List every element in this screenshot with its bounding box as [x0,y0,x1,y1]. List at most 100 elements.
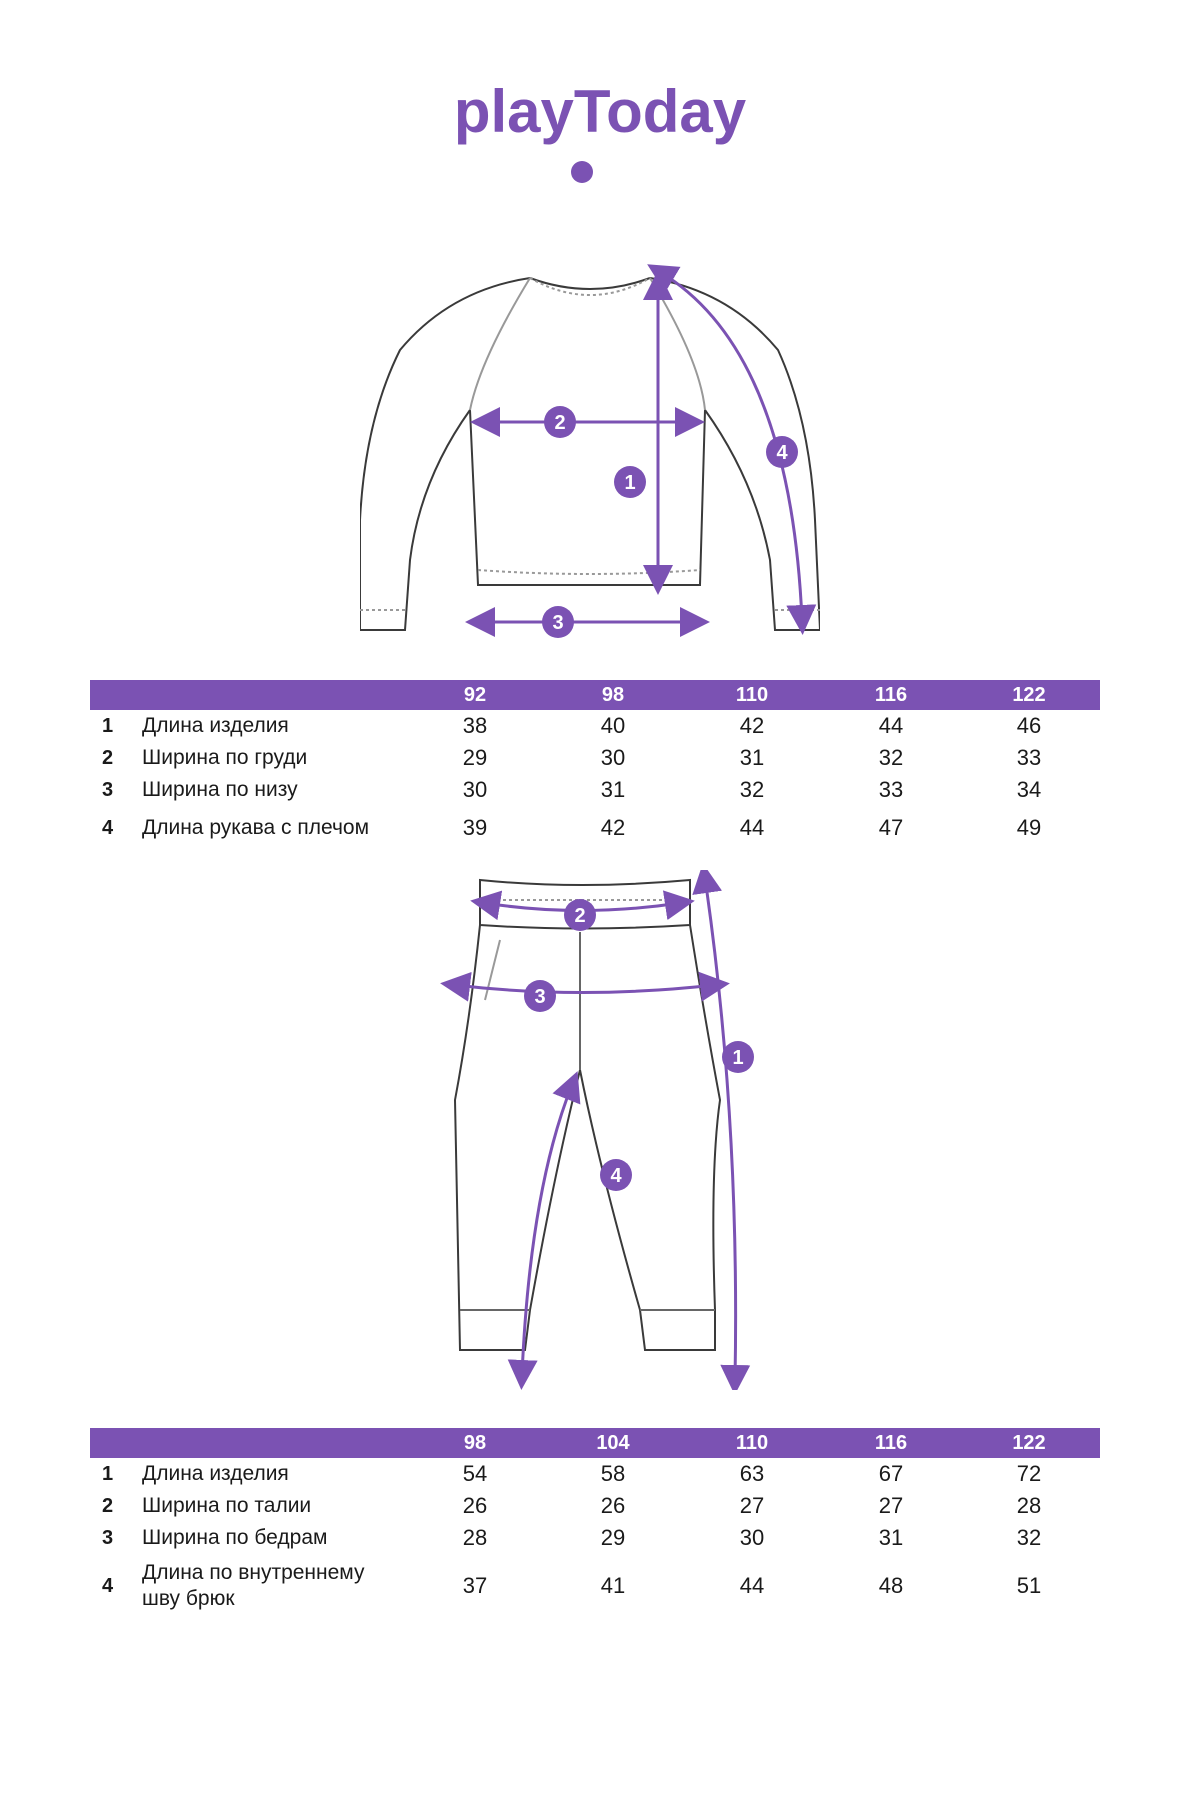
table-row: 4 Длина рукава с плечом 39 42 44 47 49 [90,812,1100,844]
sweatshirt-marker-1: 1 [614,466,646,498]
pants-size-table: 98 104 110 116 122 1 Длина изделия 54 58… [90,1428,1100,1618]
row-value: 29 [462,745,488,770]
pants-marker-2: 2 [564,899,596,931]
row-value: 39 [462,815,488,840]
table-row: 2 Ширина по талии 26 26 27 27 28 [90,1490,1100,1522]
sweatshirt-marker-2: 2 [544,406,576,438]
row-value: 63 [739,1461,765,1486]
row-value: 44 [878,713,904,738]
size-col: 110 [735,1432,769,1454]
row-value: 38 [462,713,488,738]
row-label: Длина по внутреннему шву брюк [142,1561,365,1610]
row-value: 32 [878,745,904,770]
svg-text:3: 3 [552,612,563,634]
row-label: Ширина по бедрам [142,1526,328,1549]
sweatshirt-outline [360,277,820,631]
row-value: 30 [462,777,488,802]
row-value: 28 [462,1525,488,1550]
row-value: 26 [462,1493,488,1518]
sweatshirt-sketch: 2 1 3 4 [360,264,820,638]
row-value: 44 [739,1573,765,1598]
size-col: 110 [735,684,769,706]
brand-logo-text: playToday [453,80,746,145]
svg-text:1: 1 [624,472,635,494]
sweatshirt-marker-3: 3 [542,606,574,638]
row-value: 44 [739,815,765,840]
row-value: 40 [600,713,626,738]
row-value: 27 [739,1493,765,1518]
row-value: 37 [462,1573,488,1598]
svg-text:4: 4 [776,442,788,464]
row-value: 33 [878,777,904,802]
table-row: 1 Длина изделия 54 58 63 67 72 [90,1458,1100,1490]
row-number: 4 [102,1575,114,1597]
row-value: 32 [1016,1525,1042,1550]
size-col: 98 [463,1432,487,1454]
row-number: 2 [102,747,114,769]
row-number: 3 [102,779,114,801]
size-col: 104 [596,1432,630,1454]
row-value: 72 [1016,1461,1042,1486]
svg-text:3: 3 [534,986,545,1008]
sweatshirt-size-table: 92 98 110 116 122 1 Длина изделия 38 40 … [90,680,1100,844]
pants-marker-4: 4 [600,1159,632,1191]
pants-sketch: 2 3 1 4 [440,870,754,1390]
row-value: 27 [878,1493,904,1518]
row-label: Длина изделия [142,1462,289,1485]
row-value: 29 [600,1525,626,1550]
row-number: 1 [102,1463,114,1485]
size-col: 122 [1012,684,1046,706]
row-number: 1 [102,715,114,737]
pants-outline [453,878,722,1351]
size-col: 92 [463,684,487,706]
pants-size-header: 98 104 110 116 122 [90,1428,1100,1458]
row-value: 33 [1016,745,1042,770]
row-value: 34 [1016,777,1042,802]
row-value: 41 [600,1573,626,1598]
pants-marker-1: 1 [722,1041,754,1073]
row-value: 32 [739,777,765,802]
sweatshirt-marker-4: 4 [766,436,798,468]
row-value: 31 [600,777,626,802]
size-col: 116 [874,684,908,706]
size-col: 116 [874,1432,908,1454]
row-number: 4 [102,817,114,839]
row-value: 49 [1016,815,1042,840]
row-number: 2 [102,1495,114,1517]
table-row: 3 Ширина по бедрам 28 29 30 31 32 [90,1522,1100,1554]
table-row: 2 Ширина по груди 29 30 31 32 33 [90,742,1100,774]
row-label: Ширина по низу [142,778,298,801]
svg-text:2: 2 [554,412,565,434]
row-value: 42 [739,713,765,738]
row-value: 42 [600,815,626,840]
row-value: 31 [878,1525,904,1550]
row-label: Длина изделия [142,714,289,737]
row-label: Ширина по талии [142,1494,312,1517]
pants-marker-3: 3 [524,980,556,1012]
row-value: 28 [1016,1493,1042,1518]
svg-text:1: 1 [732,1047,743,1069]
sweatshirt-measure-lines [465,264,817,637]
row-value: 46 [1016,713,1042,738]
row-value: 48 [878,1573,904,1598]
table-row: 1 Длина изделия 38 40 42 44 46 [90,710,1100,742]
row-number: 3 [102,1527,114,1549]
table-row: 4 Длина по внутреннему шву брюк 37 41 44… [90,1554,1100,1618]
sweatshirt-size-header: 92 98 110 116 122 [90,680,1100,710]
row-value: 30 [600,745,626,770]
svg-text:2: 2 [574,905,585,927]
svg-text:4: 4 [610,1165,622,1187]
size-col: 122 [1012,1432,1046,1454]
row-label: Ширина по груди [142,746,308,769]
size-col: 98 [601,684,625,706]
row-value: 51 [1016,1573,1042,1598]
table-row: 3 Ширина по низу 30 31 32 33 34 [90,774,1100,806]
row-label: Длина рукава с плечом [142,816,370,839]
row-value: 31 [739,745,765,770]
brand-logo: playToday [0,80,1199,190]
row-value: 54 [462,1461,488,1486]
row-value: 47 [878,815,904,840]
brand-logo-dot [570,161,593,183]
row-value: 58 [600,1461,626,1486]
row-value: 30 [739,1525,765,1550]
